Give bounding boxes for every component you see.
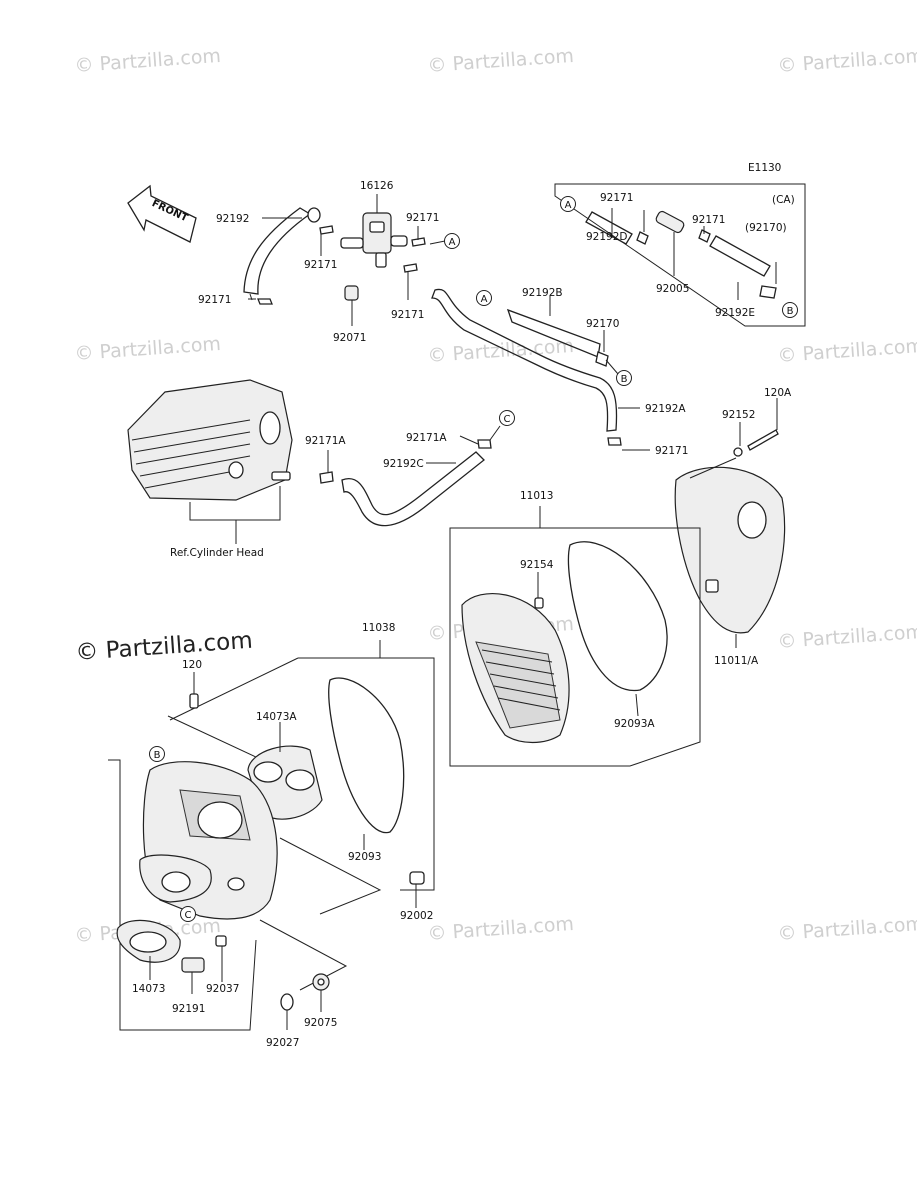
part-label: 120: [182, 659, 202, 671]
bolt-120A: [747, 429, 779, 451]
svg-text:A: A: [565, 200, 572, 211]
watermark: © Partzilla.com: [427, 45, 575, 77]
air-box-base: [108, 759, 278, 1031]
screw-92154: [534, 597, 544, 609]
valve-16126: [340, 212, 408, 268]
part-label: 92171: [655, 445, 688, 457]
watermark: © Partzilla.com: [427, 913, 575, 945]
part-label: 92005: [656, 283, 689, 295]
bolt-92002: [409, 871, 425, 885]
part-label: 92191: [172, 1003, 205, 1015]
callout-B: B: [616, 370, 632, 386]
part-label: 92170: [586, 318, 619, 330]
ref-label: Ref.Cylinder Head: [170, 547, 264, 559]
svg-text:B: B: [787, 306, 794, 317]
part-label: 14073: [132, 983, 165, 995]
part-label: 92171: [406, 212, 439, 224]
part-label: 92027: [266, 1037, 299, 1049]
watermarks: © Partzilla.com © Partzilla.com © Partzi…: [74, 45, 917, 947]
part-label: 120A: [764, 387, 792, 399]
watermark: © Partzilla.com: [74, 45, 222, 77]
svg-text:B: B: [621, 374, 628, 385]
assembly-box-11038: [169, 640, 435, 891]
washer-92152: [733, 447, 743, 457]
part-label: 92154: [520, 559, 554, 571]
svg-text:C: C: [504, 414, 511, 425]
callout-A: A: [444, 233, 460, 249]
part-label: 92075: [304, 1017, 337, 1029]
part-label: 11013: [520, 490, 553, 502]
part-label: 92037: [206, 983, 239, 995]
part-label: 92171: [304, 259, 337, 271]
assembly-box-11013: [449, 506, 701, 767]
part-label: 92171: [198, 294, 231, 306]
watermark: © Partzilla.com: [74, 333, 222, 365]
watermark: © Partzilla.com: [777, 621, 917, 653]
watermark: © Partzilla.com: [427, 335, 575, 367]
leader-lines: [149, 208, 778, 1030]
variant-label: (CA): [772, 194, 795, 206]
gasket-92093: [328, 677, 405, 834]
svg-text:A: A: [481, 294, 488, 305]
grommet-92071: [344, 285, 359, 301]
breather-hose-92192B: [506, 308, 609, 367]
part-label: 11038: [362, 622, 395, 634]
part-label: 92171: [391, 309, 424, 321]
plug-92191: [181, 957, 205, 973]
callout-A: A: [560, 196, 576, 212]
bolt-120: [189, 693, 199, 709]
callout-A: A: [476, 290, 492, 306]
part-labels: 16126 92192 92171 92171 92171 92171 9207…: [132, 180, 792, 1049]
element-frame: [461, 593, 570, 744]
part-label: 92192: [216, 213, 249, 225]
washer-92027: [280, 993, 294, 1011]
front-arrow-icon: FRONT: [127, 184, 197, 243]
part-label: 92093: [348, 851, 381, 863]
part-label: 92093A: [614, 718, 655, 730]
watermark-main: © Partzilla.com: [75, 628, 254, 666]
clamp-92171-left: [257, 298, 273, 305]
part-label: 92171: [600, 192, 633, 204]
grommet-92075: [312, 973, 330, 991]
callout-B: B: [782, 302, 798, 318]
callout-C: C: [499, 410, 515, 426]
part-label: 92002: [400, 910, 433, 922]
part-label: 92192C: [383, 458, 424, 470]
part-label: 14073A: [256, 711, 297, 723]
part-label: 11011/A: [714, 655, 759, 667]
breather-hose-92192A: [431, 288, 622, 446]
clip-92037: [215, 935, 227, 947]
callout-C: C: [180, 906, 196, 922]
watermark: © Partzilla.com: [777, 913, 917, 945]
gasket-92093A: [567, 541, 668, 692]
cylinder-head: [127, 379, 293, 501]
svg-text:A: A: [449, 237, 456, 248]
breather-hose-92192: [243, 207, 321, 301]
part-label: 16126: [360, 180, 394, 192]
part-label: 92171: [692, 214, 725, 226]
part-label: 92152: [722, 409, 755, 421]
breather-hose-92192C: [319, 439, 492, 527]
diagram-code: E1130: [748, 162, 781, 174]
part-label: 92171A: [406, 432, 447, 444]
part-label: 92192A: [645, 403, 686, 415]
part-label: 92192B: [522, 287, 563, 299]
watermark: © Partzilla.com: [777, 45, 917, 77]
part-label: (92170): [745, 222, 787, 234]
callout-B: B: [149, 746, 165, 762]
ca-inset-box: (CA) A B: [554, 183, 806, 327]
part-label: 92171A: [305, 435, 346, 447]
part-label: 92071: [333, 332, 366, 344]
watermark: © Partzilla.com: [777, 335, 917, 367]
air-cleaner-cover-11011: [674, 466, 786, 634]
part-label: 92192D: [586, 231, 628, 243]
clamps-top: [319, 225, 446, 273]
part-label: 92192E: [715, 307, 755, 319]
seal-14073: [116, 919, 181, 963]
svg-text:B: B: [154, 750, 161, 761]
svg-text:C: C: [185, 910, 192, 921]
